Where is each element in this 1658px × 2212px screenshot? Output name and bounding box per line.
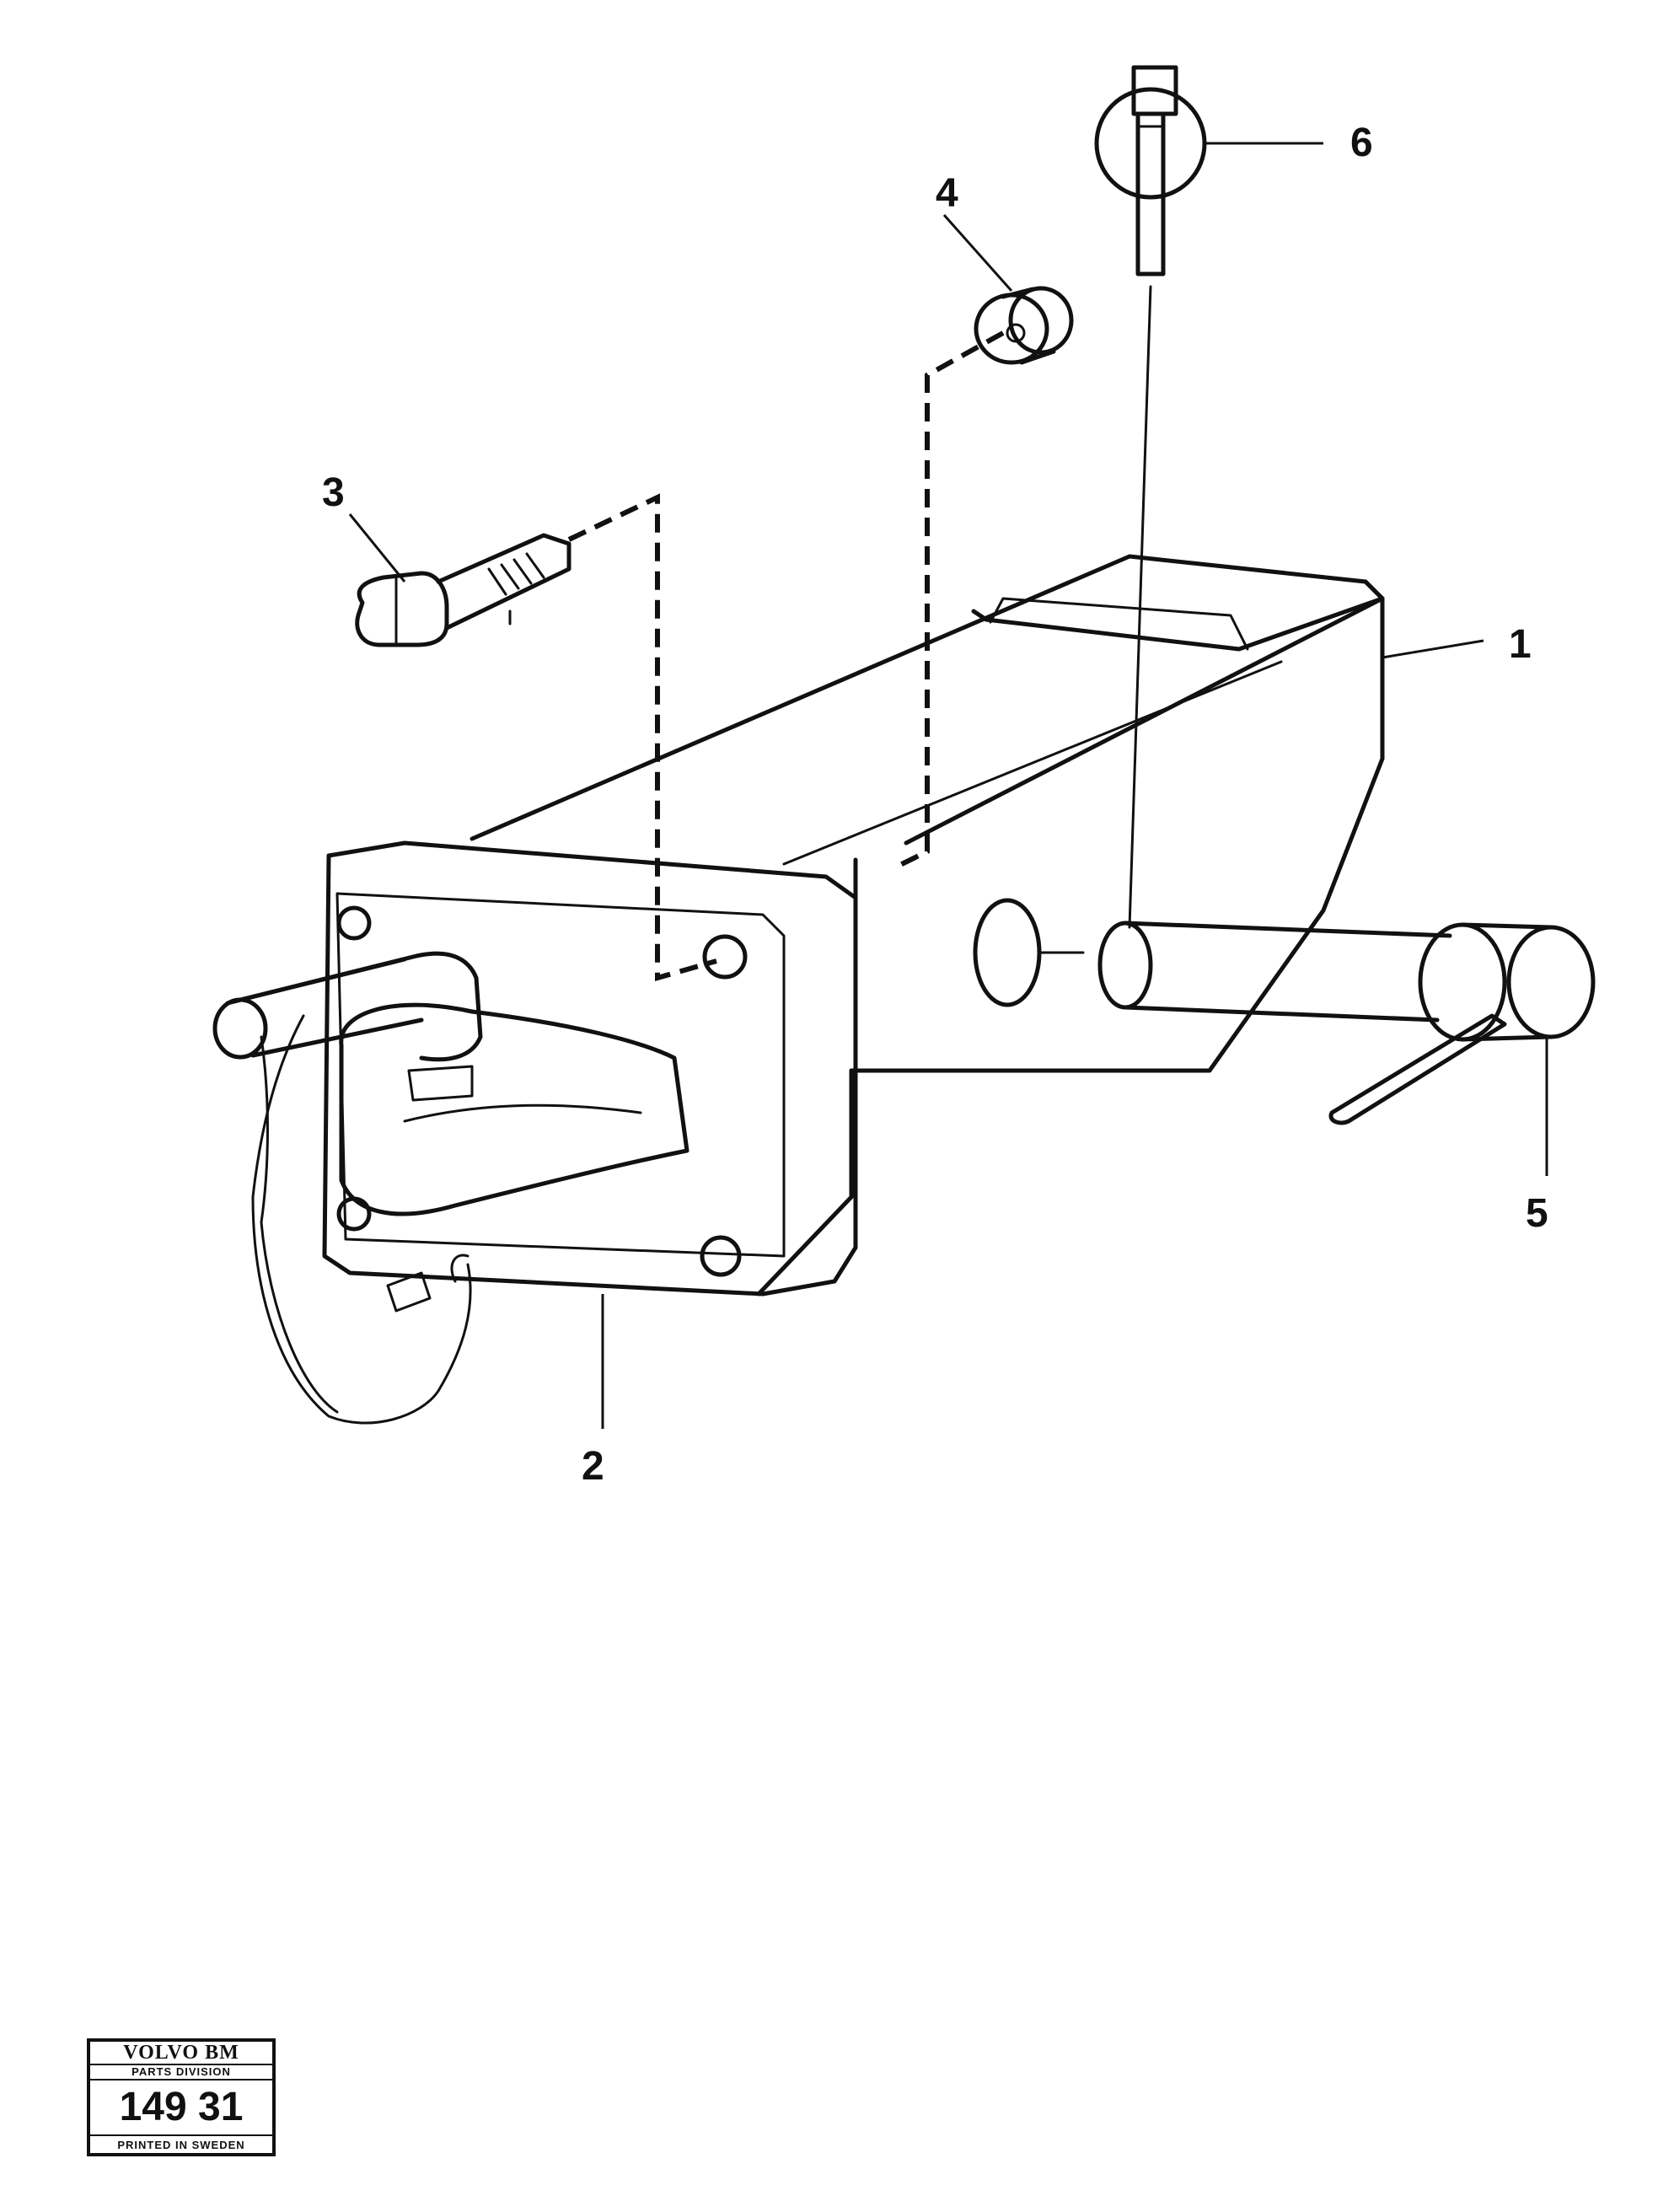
assembly-line-bolt — [567, 493, 717, 981]
parts-catalog-plate: VOLVO BM PARTS DIVISION 149 31 PRINTED I… — [87, 2038, 276, 2156]
plate-number: 149 31 — [90, 2079, 272, 2136]
leader-3 — [348, 513, 406, 583]
callout-5: 5 — [1526, 1191, 1548, 1236]
assembly-line-nut — [892, 330, 1005, 871]
callout-1: 1 — [1509, 622, 1532, 667]
leader-1 — [1382, 639, 1484, 659]
nut — [974, 286, 1074, 365]
plate-brand: VOLVO BM — [90, 2042, 272, 2065]
lock-pin — [1094, 65, 1207, 276]
tow-hook-assembly — [212, 840, 858, 1425]
bolt — [355, 533, 571, 647]
leader-4 — [942, 214, 1013, 292]
plate-printed: PRINTED IN SWEDEN — [117, 2139, 245, 2151]
callout-4: 4 — [936, 171, 958, 216]
assembly-line-lock-pin — [1128, 285, 1152, 929]
callout-3: 3 — [322, 470, 345, 515]
callout-2: 2 — [582, 1444, 604, 1489]
coupling-pin — [1097, 921, 1596, 1125]
callout-6: 6 — [1350, 121, 1373, 165]
plate-division: PARTS DIVISION — [131, 2065, 231, 2078]
